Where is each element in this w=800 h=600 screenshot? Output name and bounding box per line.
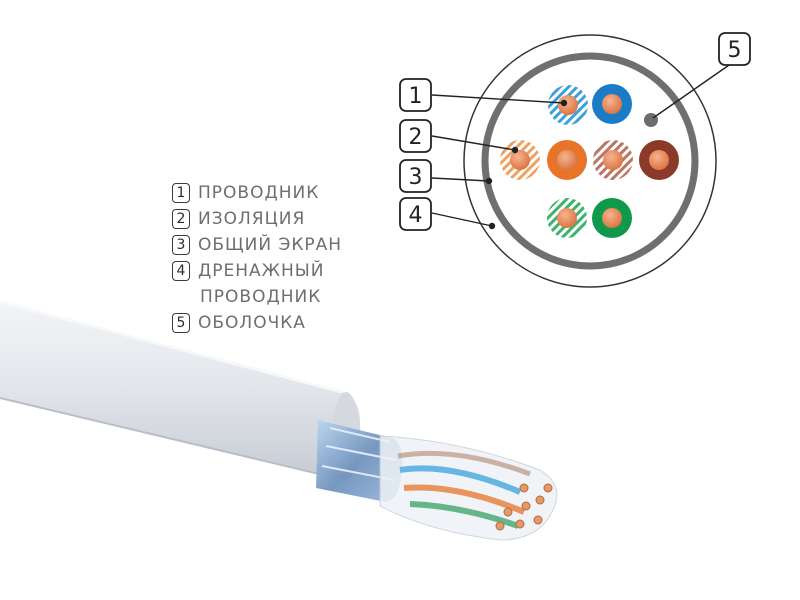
legend-item-shield: 3 ОБЩИЙ ЭКРАН	[172, 232, 342, 258]
pair-separator-film	[379, 435, 558, 541]
legend-label: ПРОВОДНИК	[200, 287, 322, 307]
legend-label: ОБЩИЙ ЭКРАН	[198, 235, 343, 255]
legend-item-insulation: 2 ИЗОЛЯЦИЯ	[172, 206, 342, 232]
cable-photo	[0, 300, 558, 541]
legend-item-drain-wire: 4 ДРЕНАЖНЫЙ	[172, 258, 342, 284]
pair-brown	[593, 140, 679, 180]
callout-1: 1	[399, 78, 432, 112]
legend-item-jacket: 5 ОБОЛОЧКА	[172, 310, 342, 336]
legend-number: 1	[172, 183, 190, 203]
svg-text:3: 3	[409, 165, 423, 190]
legend-number: 2	[172, 209, 190, 229]
drain-wire	[644, 113, 658, 127]
svg-text:5: 5	[728, 38, 742, 63]
pair-orange	[500, 140, 587, 180]
callout-2: 2	[399, 119, 432, 153]
legend-number: 4	[172, 261, 190, 281]
legend-number: 5	[172, 313, 190, 333]
copper-tips	[495, 483, 553, 531]
pair-green	[547, 198, 632, 238]
callout-5: 5	[718, 32, 751, 66]
legend-label: ПРОВОДНИК	[198, 183, 320, 203]
callout-3: 3	[399, 159, 432, 193]
leader-lines	[431, 62, 733, 230]
shield-ring	[481, 52, 699, 270]
legend-label: ДРЕНАЖНЫЙ	[198, 261, 325, 281]
svg-text:4: 4	[409, 203, 423, 228]
legend-item-drain-wire-continuation: ПРОВОДНИК	[172, 284, 342, 310]
legend: 1 ПРОВОДНИК 2 ИЗОЛЯЦИЯ 3 ОБЩИЙ ЭКРАН 4 Д…	[172, 180, 342, 336]
legend-item-conductor: 1 ПРОВОДНИК	[172, 180, 342, 206]
svg-text:2: 2	[409, 125, 423, 150]
legend-label: ИЗОЛЯЦИЯ	[198, 209, 306, 229]
cross-section: 1 2 3 4 5	[399, 32, 751, 288]
pair-blue	[548, 84, 632, 125]
svg-text:1: 1	[409, 84, 423, 109]
cable-jacket	[0, 302, 361, 478]
legend-label: ОБОЛОЧКА	[198, 313, 306, 333]
legend-number: 3	[172, 235, 190, 255]
callout-4: 4	[399, 197, 432, 231]
